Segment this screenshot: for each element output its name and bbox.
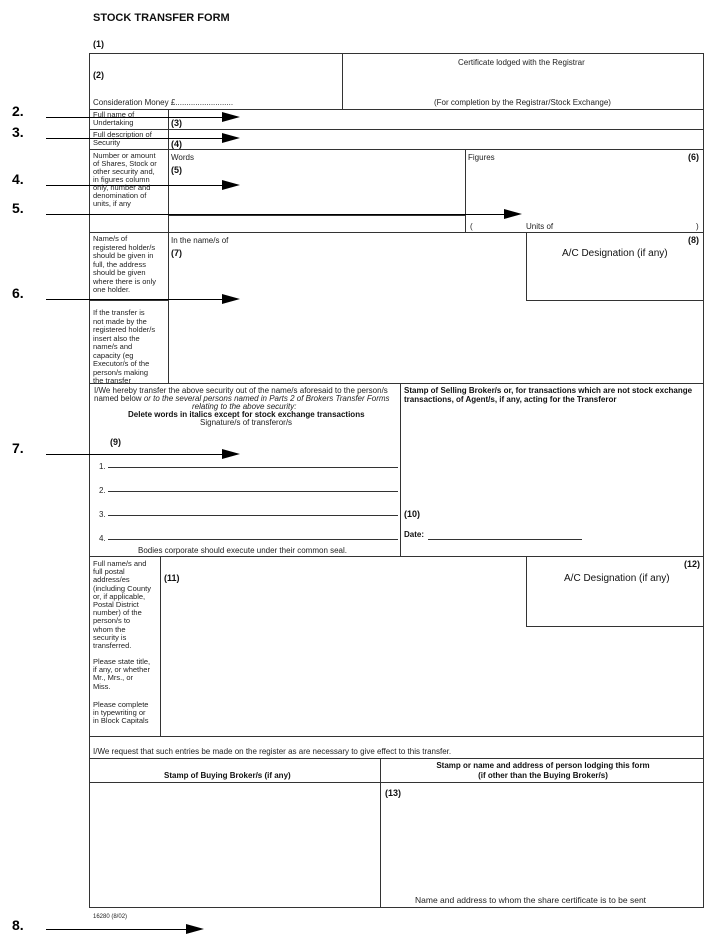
full-postal-label: Full name/s and full postal address/es (… [93, 559, 151, 651]
side-number-7: 7. [12, 440, 24, 456]
units-of-label: Units of [526, 222, 554, 231]
marker-11: (11) [164, 573, 180, 583]
arrow-5-icon [504, 209, 522, 219]
full-description-security-label: Full description of Security [93, 130, 152, 147]
side-number-2: 2. [12, 103, 24, 119]
marker-12: (12) [684, 559, 701, 569]
ac-designation-label-2: A/C Designation (if any) [564, 573, 670, 584]
request-statement: I/We request that such entries be made o… [93, 747, 452, 756]
arrow-6-icon [222, 294, 240, 304]
signatures-label: Signature/s of transferor/s [200, 418, 293, 427]
signature-3-label: 3. [99, 510, 106, 519]
form-title: STOCK TRANSFER FORM [93, 12, 230, 24]
marker-2: (2) [93, 70, 104, 80]
signature-4-label: 4. [99, 534, 106, 543]
certificate-lodged-label: Certificate lodged with the Registrar [458, 58, 585, 67]
registered-holders-label: Name/s of registered holder/s should be … [93, 234, 156, 294]
units-close: ) [696, 222, 699, 231]
stamp-selling-broker-label: Stamp of Selling Broker/s or, for transa… [404, 386, 693, 404]
side-number-8: 8. [12, 917, 24, 933]
signature-3-line[interactable] [108, 515, 398, 516]
units-open: ( [470, 222, 473, 231]
signature-2-line[interactable] [108, 491, 398, 492]
transfer-text-line2: named below or to the several persons na… [94, 394, 390, 403]
full-name-undertaking-label: Full name of Undertaking [93, 110, 135, 127]
delete-words-note: Delete words in italics except for stock… [128, 410, 365, 419]
marker-3: (3) [171, 118, 182, 128]
words-label: Words [171, 153, 194, 162]
signature-4-line[interactable] [108, 539, 398, 540]
consideration-money-field[interactable]: Consideration Money £...................… [93, 98, 234, 107]
signature-1-label: 1. [99, 462, 106, 471]
arrow-2-icon [222, 112, 240, 122]
stamp-lodging-label: Stamp or name and address of person lodg… [436, 761, 650, 780]
marker-7: (7) [171, 248, 182, 258]
signature-1-line[interactable] [108, 467, 398, 468]
signature-2-label: 2. [99, 486, 106, 495]
stamp-buying-broker-label: Stamp of Buying Broker/s (if any) [164, 771, 291, 780]
marker-10: (10) [404, 509, 421, 519]
marker-13: (13) [385, 788, 402, 798]
date-label: Date: [404, 530, 425, 539]
marker-1: (1) [93, 39, 104, 49]
in-name-of-label: In the name/s of [171, 236, 229, 245]
side-number-5: 5. [12, 200, 24, 216]
arrow-3-icon [222, 133, 240, 143]
date-line[interactable] [428, 539, 582, 540]
arrow-7-icon [222, 449, 240, 459]
if-transfer-label: If the transfer is not made by the regis… [93, 308, 156, 385]
number-amount-label: Number or amount of Shares, Stock or oth… [93, 151, 157, 208]
figures-label: Figures [468, 153, 495, 162]
arrow-4-icon [222, 180, 240, 190]
state-title-label: Please state title, if any, or whether M… [93, 657, 151, 691]
marker-4: (4) [171, 139, 182, 149]
side-number-6: 6. [12, 285, 24, 301]
marker-5: (5) [171, 165, 182, 175]
transfer-text-line1: I/We hereby transfer the above security … [94, 386, 388, 395]
transfer-text-line3: relating to the above security: [192, 402, 297, 411]
bodies-corporate-note: Bodies corporate should execute under th… [138, 546, 348, 555]
name-address-cert-label: Name and address to whom the share certi… [415, 895, 647, 905]
side-number-4: 4. [12, 171, 24, 187]
form-code: 16280 (8/02) [93, 914, 128, 920]
please-complete-label: Please complete in typewriting or in Blo… [93, 700, 149, 726]
marker-6: (6) [688, 152, 699, 162]
side-number-3: 3. [12, 124, 24, 140]
for-completion-label: (For completion by the Registrar/Stock E… [434, 98, 611, 107]
arrow-8-icon [186, 924, 204, 934]
marker-9: (9) [110, 437, 121, 447]
marker-8: (8) [688, 235, 699, 245]
ac-designation-label-1: A/C Designation (if any) [562, 248, 668, 259]
